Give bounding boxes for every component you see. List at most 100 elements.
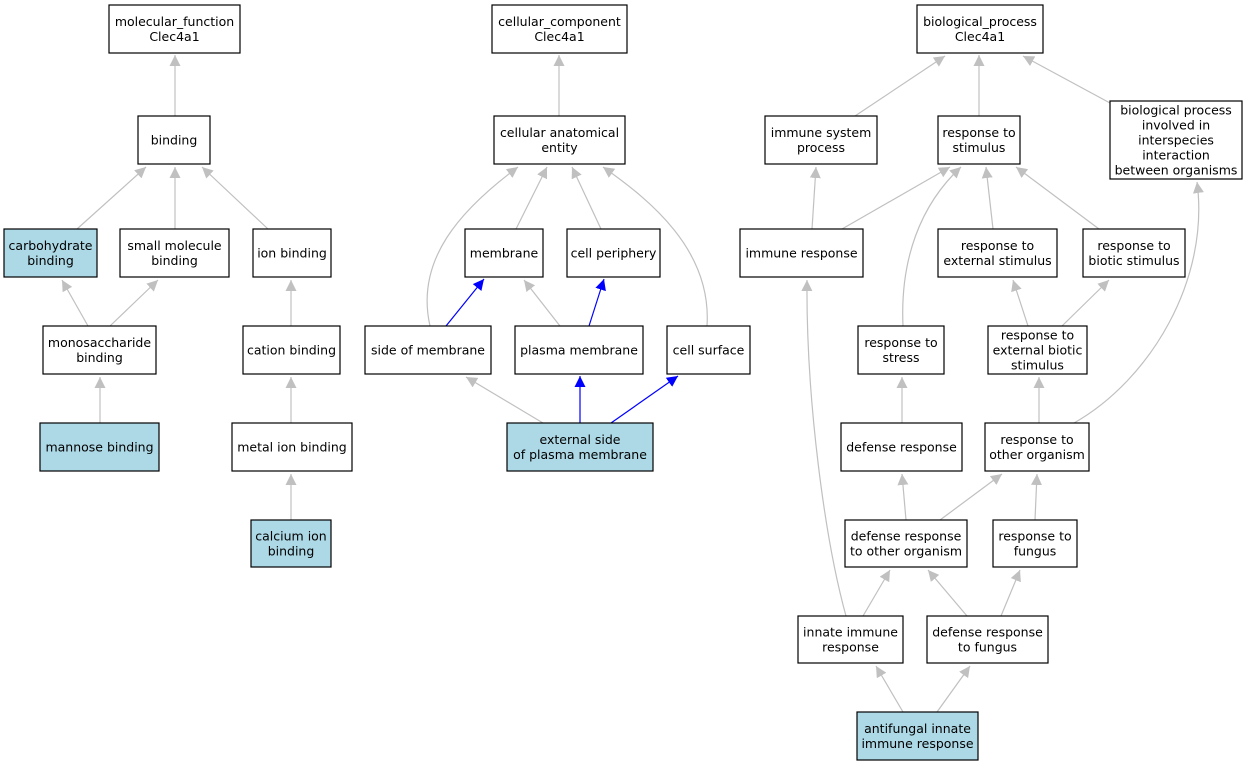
edge-line — [1000, 569, 1021, 617]
edge-line — [841, 166, 951, 230]
go-term-node-plasma-membrane[interactable]: plasma membrane — [514, 325, 644, 375]
nodes-layer: molecular_functionClec4a1bindingcarbohyd… — [3, 4, 1243, 761]
node-box — [566, 228, 661, 278]
node-box — [926, 615, 1049, 664]
node-label-line: monosaccharide — [48, 335, 151, 350]
edge-line — [981, 166, 994, 230]
node-label-line: binding — [27, 253, 74, 268]
node-box — [231, 422, 353, 472]
edge-line — [939, 473, 1003, 521]
edge-gray-arrow — [571, 166, 602, 230]
node-label-line: binding — [76, 350, 123, 365]
edge-line — [515, 166, 548, 230]
node-box — [1082, 228, 1186, 278]
edge-gray-arrow — [465, 376, 544, 424]
node-box — [984, 422, 1090, 472]
edge-gray-arrow — [936, 665, 971, 713]
edge-gray-arrow — [897, 473, 909, 521]
edge-blue-arrow — [588, 278, 606, 327]
go-term-node-defense-response[interactable]: defense response — [840, 422, 963, 472]
node-box — [856, 711, 979, 761]
node-label-line: cation binding — [247, 343, 336, 358]
node-label-line: response to — [864, 335, 937, 350]
edge-line — [445, 278, 485, 327]
edge-line — [927, 569, 968, 617]
go-term-node-membrane[interactable]: membrane — [464, 228, 544, 278]
go-term-node-ion-binding[interactable]: ion binding — [252, 228, 332, 278]
go-term-node-side-of-membrane[interactable]: side of membrane — [364, 325, 492, 375]
edge-line — [201, 166, 269, 230]
node-label-line: ion binding — [257, 246, 327, 261]
node-label-line: Clec4a1 — [149, 29, 199, 44]
go-term-node-cation-binding[interactable]: cation binding — [242, 325, 341, 375]
node-label-line: defense response — [846, 440, 957, 455]
node-box — [252, 228, 332, 278]
node-label-line: carbohydrate — [9, 238, 93, 253]
node-label-line: response to — [998, 529, 1071, 544]
go-term-node-cell-surface[interactable]: cell surface — [666, 325, 751, 375]
node-label-line: binding — [151, 253, 198, 268]
node-label-line: immune response — [745, 246, 857, 261]
node-box — [987, 325, 1088, 375]
node-label-line: external side — [539, 432, 620, 447]
edge-line — [602, 166, 708, 327]
edge-line — [801, 279, 847, 617]
node-box — [242, 325, 341, 375]
node-label-line: to fungus — [958, 640, 1017, 655]
node-label-line: response to — [1000, 432, 1073, 447]
edge-gray-arrow — [426, 166, 519, 327]
edge-line — [897, 473, 909, 521]
edge-gray-arrow — [1022, 55, 1111, 104]
node-label-line: external stimulus — [943, 253, 1051, 268]
node-label-line: between organisms — [1115, 163, 1238, 178]
go-term-node-binding[interactable]: binding — [137, 115, 211, 165]
node-box — [42, 325, 157, 375]
node-label-line: calcium ion — [255, 529, 326, 544]
node-box — [916, 4, 1044, 54]
node-label-line: plasma membrane — [520, 343, 638, 358]
edge-gray-arrow — [109, 279, 159, 327]
edge-gray-arrow — [809, 166, 821, 230]
node-label-line: binding — [151, 133, 198, 148]
edge-gray-arrow — [515, 166, 548, 230]
node-label-line: defense response — [932, 625, 1043, 640]
go-term-node-metal-ion-binding[interactable]: metal ion binding — [231, 422, 353, 472]
node-label-line: to other organism — [850, 544, 962, 559]
node-label-line: biological_process — [923, 14, 1037, 29]
node-box — [937, 115, 1021, 165]
edge-line — [109, 279, 159, 327]
node-box — [491, 4, 628, 54]
go-term-node-mannose-binding[interactable]: mannose binding — [39, 422, 160, 472]
edge-line — [1073, 181, 1204, 424]
node-box — [840, 422, 963, 472]
node-label-line: binding — [268, 544, 315, 559]
node-label-line: membrane — [470, 246, 539, 261]
edge-line — [465, 376, 544, 424]
node-label-line: involved in — [1142, 118, 1210, 133]
edge-line — [571, 166, 602, 230]
go-term-node-cell-periphery[interactable]: cell periphery — [566, 228, 661, 278]
go-term-node-immune-response[interactable]: immune response — [739, 228, 864, 278]
